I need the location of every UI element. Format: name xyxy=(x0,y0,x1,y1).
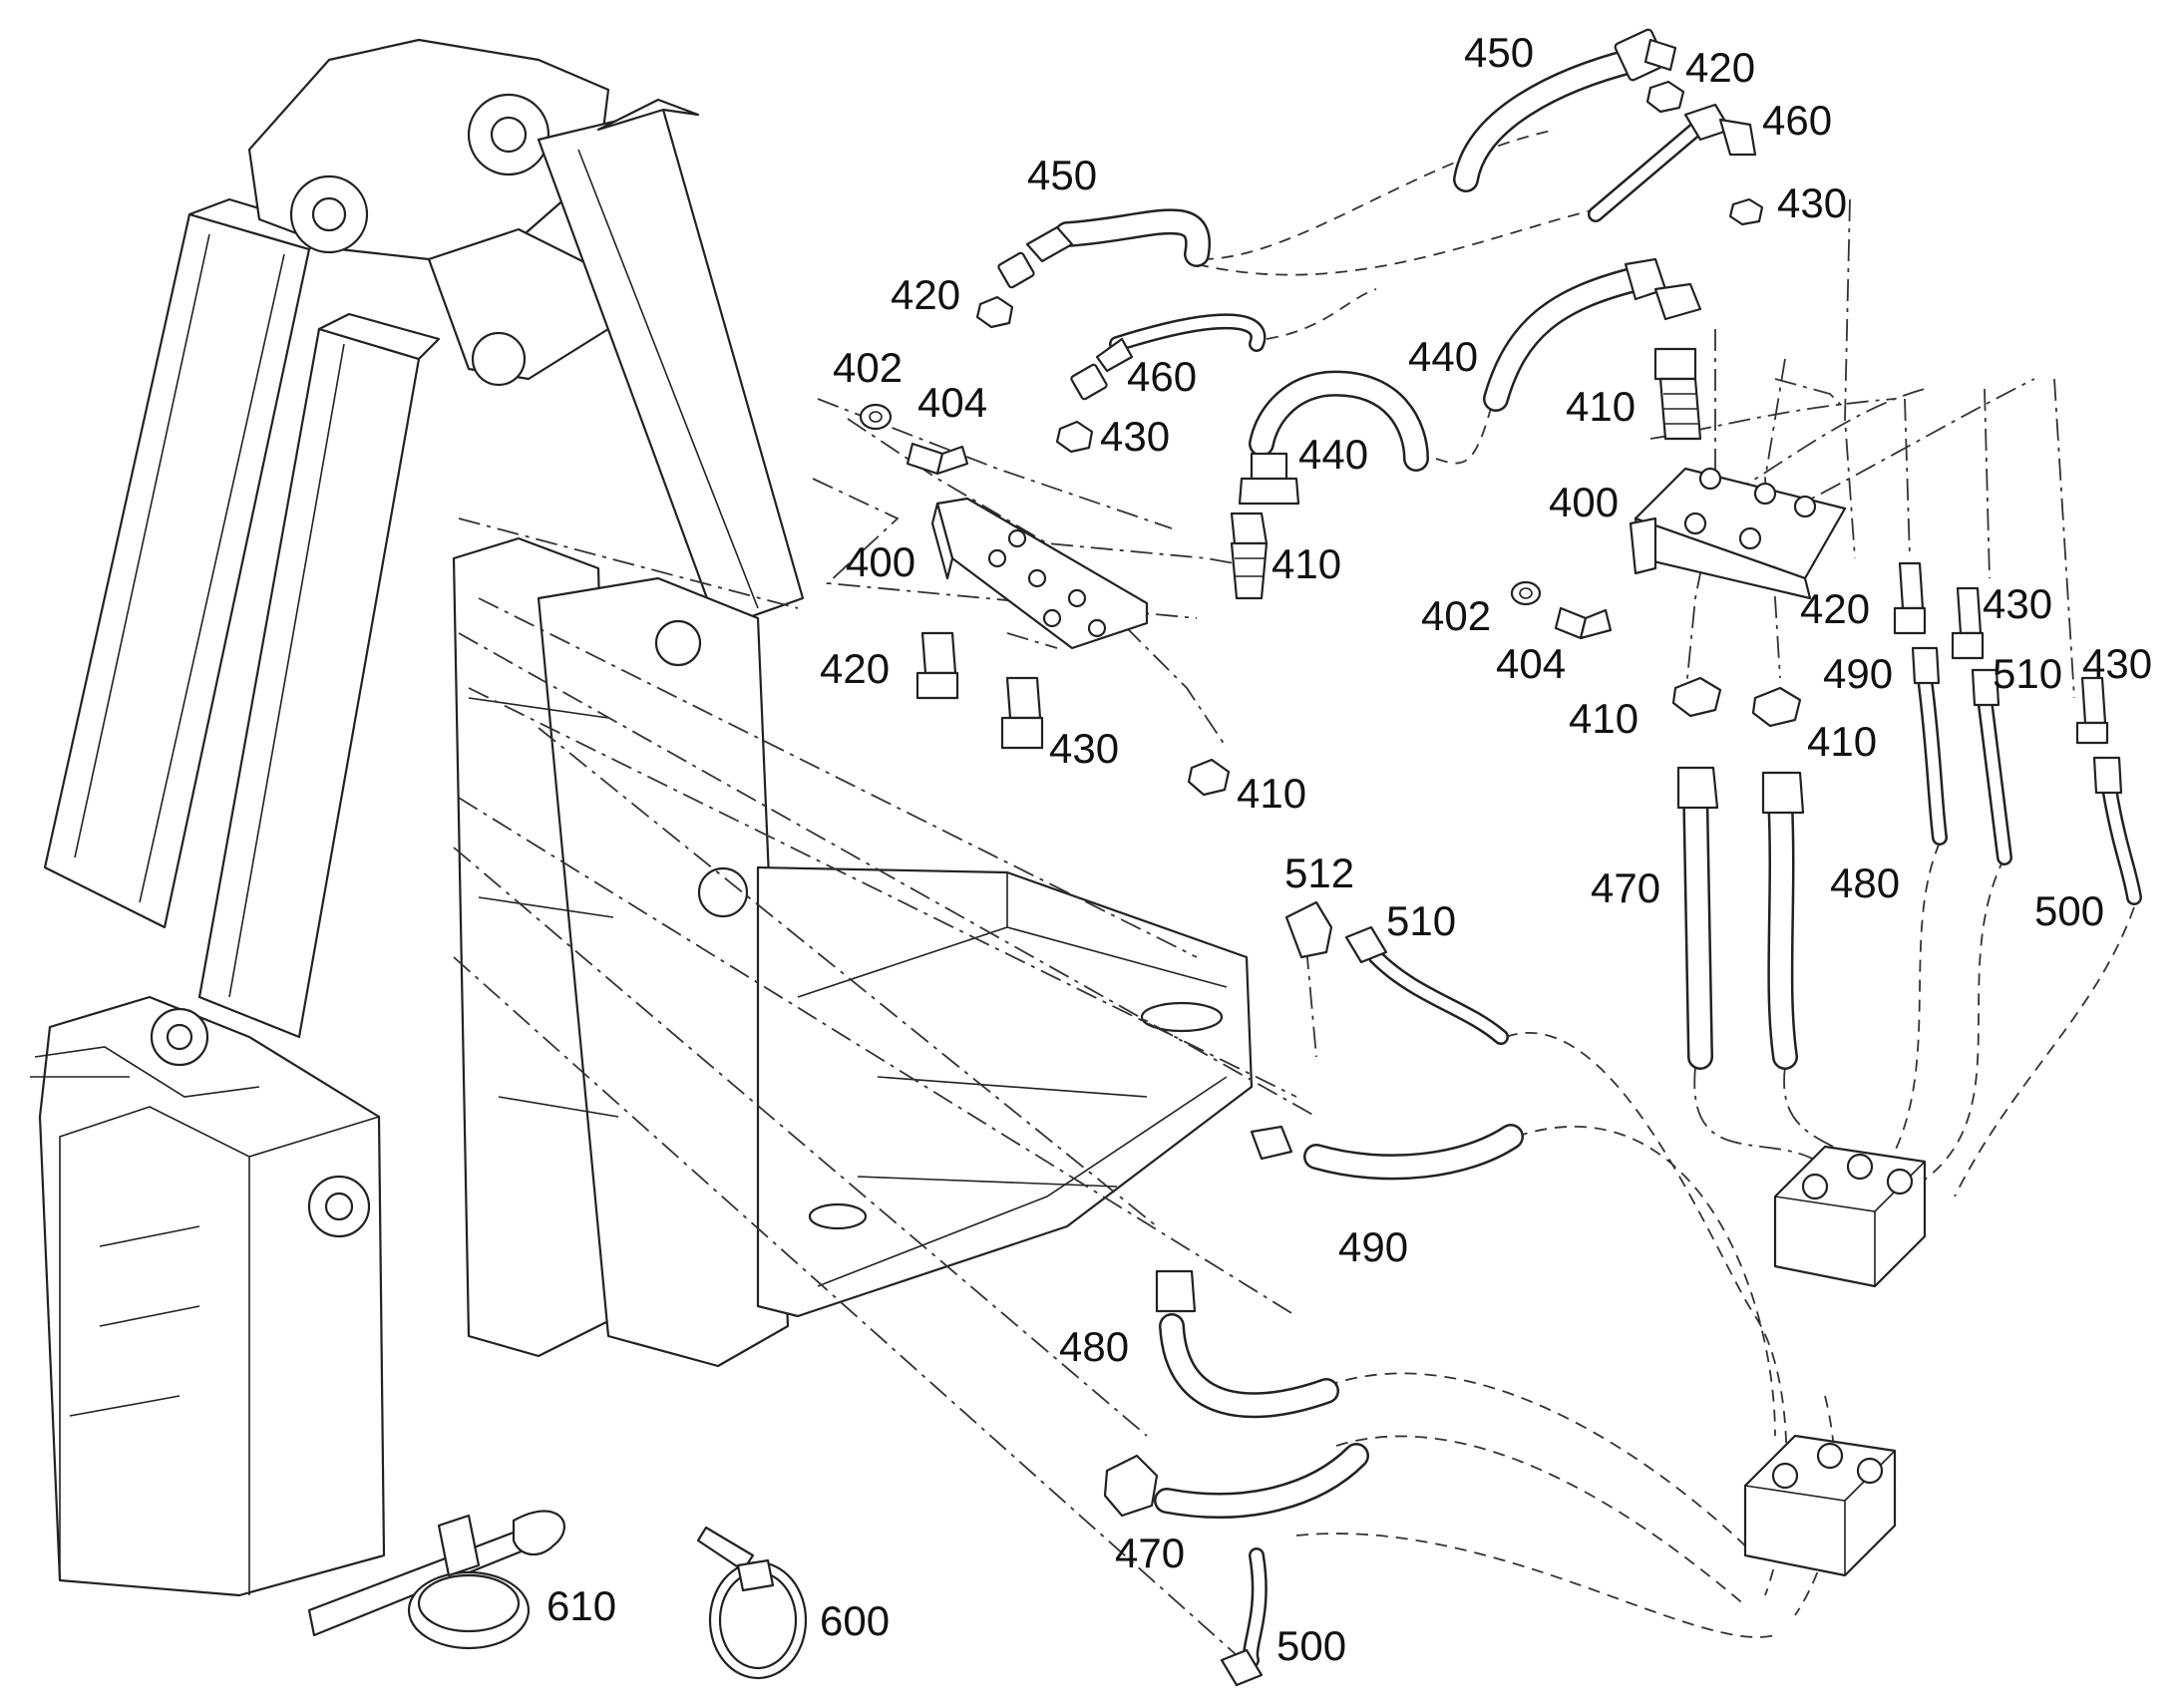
nut-420-upper xyxy=(1645,80,1685,114)
callout-450-upper: 450 xyxy=(1464,29,1534,76)
tube-510-center xyxy=(1344,925,1509,1045)
callout-402-left: 402 xyxy=(833,344,903,391)
callout-470-right: 470 xyxy=(1591,864,1660,911)
nut-410-left xyxy=(1187,758,1231,797)
fitting-410-left xyxy=(1230,512,1269,600)
bolt-404-right xyxy=(1554,606,1613,640)
hose-480-right xyxy=(1761,771,1805,1070)
callout-404-left: 404 xyxy=(917,379,987,426)
hose-440-middle xyxy=(1238,370,1429,506)
callout-402-right: 402 xyxy=(1421,592,1491,639)
fitting-420-left xyxy=(915,631,959,700)
callout-400-right: 400 xyxy=(1549,479,1619,525)
tube-490-right xyxy=(1911,646,1948,846)
callout-430-left: 430 xyxy=(1100,413,1170,460)
tube-460-upper xyxy=(1588,103,1757,222)
base-frame xyxy=(756,865,1254,1318)
callout-470-lower: 470 xyxy=(1115,1530,1185,1576)
callout-410-upper: 410 xyxy=(1566,383,1635,430)
crane-column-assembly xyxy=(30,38,805,1597)
callout-500-right: 500 xyxy=(2034,887,2104,934)
washer-402-right xyxy=(1510,580,1542,606)
callout-500-lower: 500 xyxy=(1276,1622,1346,1669)
callout-450-middle: 450 xyxy=(1027,152,1097,198)
callout-410-left: 410 xyxy=(1272,540,1341,587)
fitting-430-left xyxy=(1000,676,1044,750)
callout-440-upper: 440 xyxy=(1408,333,1478,380)
callout-420-upper: 420 xyxy=(1685,44,1755,91)
nut-410-right-b xyxy=(1751,686,1802,728)
callout-600: 600 xyxy=(820,1597,890,1644)
callout-460-middle: 460 xyxy=(1127,353,1197,400)
callout-510-center: 510 xyxy=(1386,897,1456,944)
tube-490-center xyxy=(1250,1124,1524,1181)
callout-480-right: 480 xyxy=(1830,859,1900,906)
callout-510-right: 510 xyxy=(1993,650,2062,697)
hose-450-middle xyxy=(997,208,1212,289)
distribution-block-upper xyxy=(1773,1145,1927,1288)
fitting-420-right xyxy=(1893,561,1927,635)
hose-450-upper xyxy=(1453,28,1677,192)
tube-500-lower xyxy=(1220,1547,1268,1687)
callout-512: 512 xyxy=(1284,850,1354,896)
callout-410-right-b: 410 xyxy=(1807,718,1877,765)
callout-460-upper: 460 xyxy=(1762,97,1832,144)
callout-480-lower: 480 xyxy=(1059,1323,1129,1370)
nut-430-left xyxy=(1055,420,1094,454)
callout-430-right-b: 430 xyxy=(2082,640,2152,687)
callout-490-right: 490 xyxy=(1823,650,1893,697)
elbow-512 xyxy=(1284,900,1333,959)
hose-470-lower xyxy=(1103,1443,1369,1519)
callout-430-left-fitting: 430 xyxy=(1049,725,1119,772)
callout-404-right: 404 xyxy=(1496,640,1566,687)
tube-500-right xyxy=(2092,756,2142,905)
mounting-plate-400-right xyxy=(1629,467,1847,600)
callout-440-middle: 440 xyxy=(1298,431,1368,478)
tube-510-right xyxy=(1971,668,2012,865)
hose-440-upper xyxy=(1483,257,1702,412)
fitting-430-right-a xyxy=(1951,586,1985,660)
callout-420-left-fitting: 420 xyxy=(820,645,890,692)
callout-400-left: 400 xyxy=(846,538,915,585)
hose-480-lower xyxy=(1155,1269,1339,1419)
hose-470-right xyxy=(1676,766,1719,1070)
nut-410-right-a xyxy=(1671,676,1722,718)
tube-460-middle xyxy=(1070,313,1267,401)
callout-420-right: 420 xyxy=(1800,585,1870,632)
assembly-leader-lines xyxy=(453,129,2135,1656)
callout-430-upper: 430 xyxy=(1777,179,1847,226)
callout-430-right-a: 430 xyxy=(1983,580,2052,627)
fitting-430-right-b xyxy=(2075,676,2109,745)
callout-410-right-a: 410 xyxy=(1569,695,1638,742)
callout-610: 610 xyxy=(546,1582,616,1629)
callout-490-center: 490 xyxy=(1338,1223,1408,1270)
callout-labels: 450 420 460 430 450 420 460 402 404 430 … xyxy=(546,29,2152,1669)
mounting-plate-400-left xyxy=(930,497,1149,650)
callout-420-left: 420 xyxy=(891,271,960,318)
callout-410-left-nut: 410 xyxy=(1237,770,1306,817)
distribution-block-lower xyxy=(1743,1434,1897,1577)
nut-430-upper xyxy=(1728,197,1764,226)
washer-402-left xyxy=(859,403,893,431)
nut-420-left xyxy=(975,295,1014,329)
bolt-404-left xyxy=(906,442,969,476)
cable-clamp-610 xyxy=(307,1510,565,1650)
cable-tie-600 xyxy=(696,1526,808,1680)
fitting-410-upper xyxy=(1653,347,1702,441)
